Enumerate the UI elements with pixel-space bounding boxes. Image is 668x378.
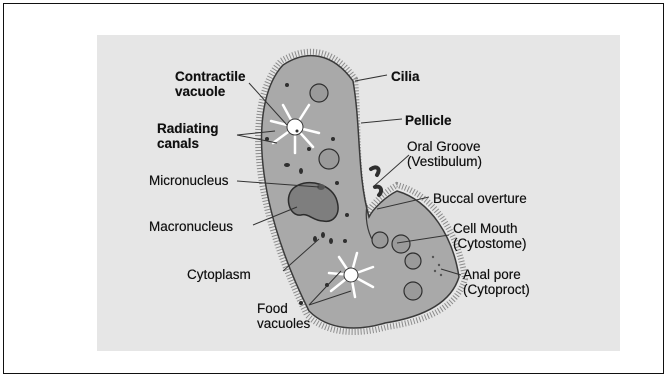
label-cell-mouth: Cell Mouth (Cytostome) <box>453 221 527 251</box>
label-macronucleus: Macronucleus <box>149 219 233 234</box>
label-micronucleus: Micronucleus <box>149 173 229 188</box>
label-cytoplasm: Cytoplasm <box>187 267 251 282</box>
label-cilia: Cilia <box>391 69 420 84</box>
label-anal-pore: Anal pore (Cytoproct) <box>463 267 530 297</box>
contractile-vacuole-lower-center <box>344 268 358 282</box>
label-pellicle: Pellicle <box>405 113 452 128</box>
food-vacuole <box>310 84 328 102</box>
label-contractile-vacuole: Contractile vacuole <box>175 69 246 99</box>
label-buccal-overture: Buccal overture <box>433 191 527 206</box>
label-oral-groove: Oral Groove (Vestibulum) <box>407 139 482 169</box>
label-radiating-canals: Radiating canals <box>157 121 219 151</box>
oral-groove-tube <box>375 187 381 195</box>
food-vacuole <box>405 253 421 269</box>
paramecium-diagram: Contractile vacuole Radiating canals Mic… <box>97 35 620 351</box>
label-food-vacuoles: Food vacuoles <box>257 301 310 331</box>
food-vacuole <box>392 235 410 253</box>
food-vacuole <box>319 149 339 169</box>
slide-frame: Contractile vacuole Radiating canals Mic… <box>3 3 664 374</box>
oral-groove-tube <box>371 167 379 175</box>
food-vacuole <box>372 232 388 248</box>
contractile-vacuole-upper-center <box>287 119 303 135</box>
food-vacuole <box>404 282 422 300</box>
